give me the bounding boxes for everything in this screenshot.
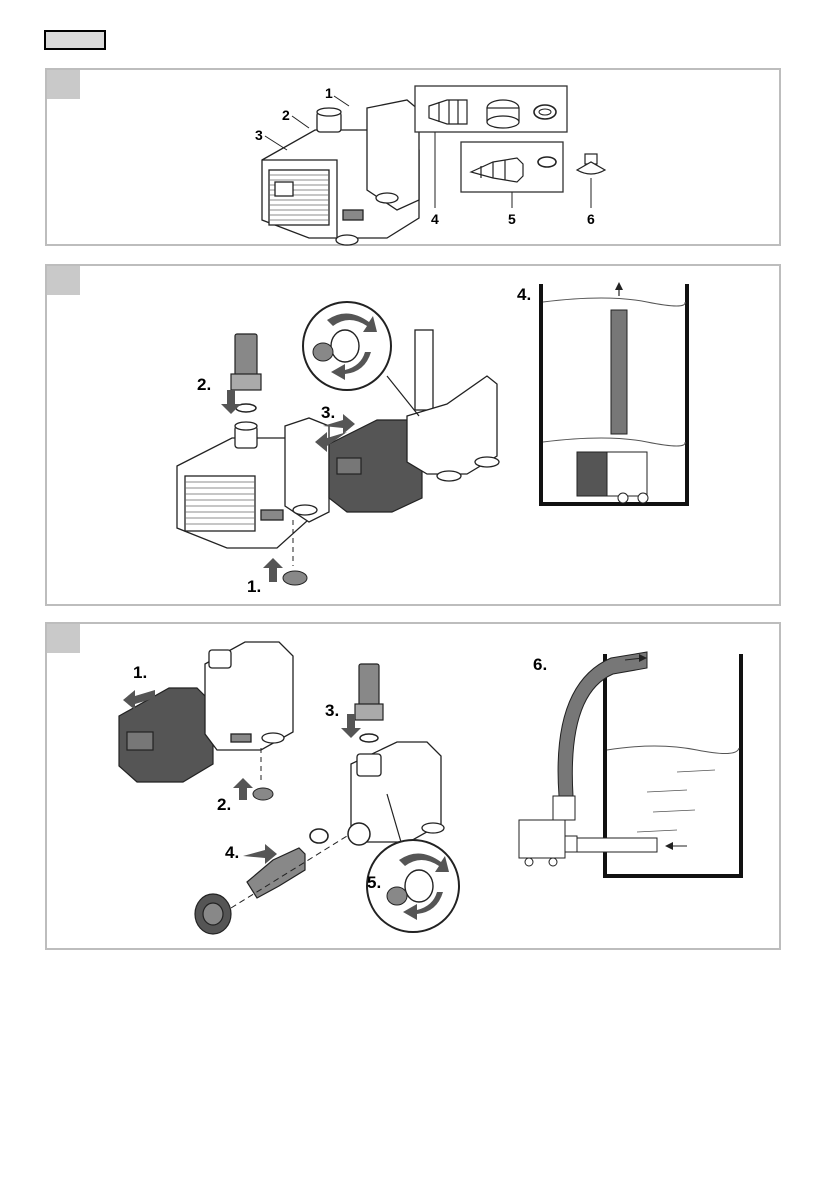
hose-adapter-4 — [429, 100, 467, 124]
step-3-label: 3. — [325, 701, 339, 720]
step-6-label: 6. — [533, 655, 547, 674]
panel-alternative-setup: 1. 2. 3. — [45, 622, 781, 950]
parts-illustration: 1 2 3 — [47, 70, 783, 248]
o-ring — [310, 829, 328, 843]
pump-external — [519, 820, 577, 866]
step-1-label: 1. — [247, 577, 261, 596]
tank-diagram: 6. — [519, 652, 741, 876]
arrow-left-icon — [665, 842, 673, 850]
step-1-label: 1. — [133, 663, 147, 682]
part-number-4: 4 — [431, 211, 439, 227]
union-nut — [487, 100, 519, 128]
part-number-5: 5 — [508, 211, 516, 227]
o-ring — [360, 734, 378, 742]
part-number-1: 1 — [325, 85, 333, 101]
inlet-pipe — [577, 838, 657, 852]
step-3-label: 3. — [321, 403, 335, 422]
step-2-label: 2. — [217, 795, 231, 814]
pump-illustration — [177, 418, 329, 548]
union-nut — [195, 894, 231, 934]
hose-adapter — [355, 664, 383, 720]
hose-adapter — [231, 334, 261, 390]
arrow-up-icon — [233, 778, 253, 800]
tank-diagram: 4. — [517, 282, 687, 504]
part-number-3: 3 — [255, 127, 263, 143]
assembly-illustration: 2. 1. 3. — [47, 266, 783, 608]
step-4-label: 4. — [225, 843, 239, 862]
pump-open-illustration — [407, 330, 499, 481]
riser-hose — [611, 310, 627, 434]
pump-submerged — [577, 452, 648, 503]
header-label-box — [44, 30, 106, 50]
setup-illustration: 1. 2. 3. — [47, 624, 783, 952]
step-2-label: 2. — [197, 375, 211, 394]
suction-foot — [253, 788, 273, 800]
pump-open-illustration — [205, 642, 293, 750]
o-ring-5 — [538, 157, 556, 167]
panel-assembly: 2. 1. 3. — [45, 264, 781, 606]
suction-foot-6 — [577, 154, 605, 174]
arrow-up-icon — [615, 282, 623, 290]
step-4-label: 4. — [517, 285, 531, 304]
step-5-label: 5. — [367, 873, 381, 892]
arrow-up-icon — [263, 558, 283, 582]
part-number-6: 6 — [587, 211, 595, 227]
part-number-2: 2 — [282, 107, 290, 123]
panel-parts-overview: 1 2 3 — [45, 68, 781, 246]
suction-foot — [283, 571, 307, 585]
outlet-hose — [558, 652, 647, 796]
